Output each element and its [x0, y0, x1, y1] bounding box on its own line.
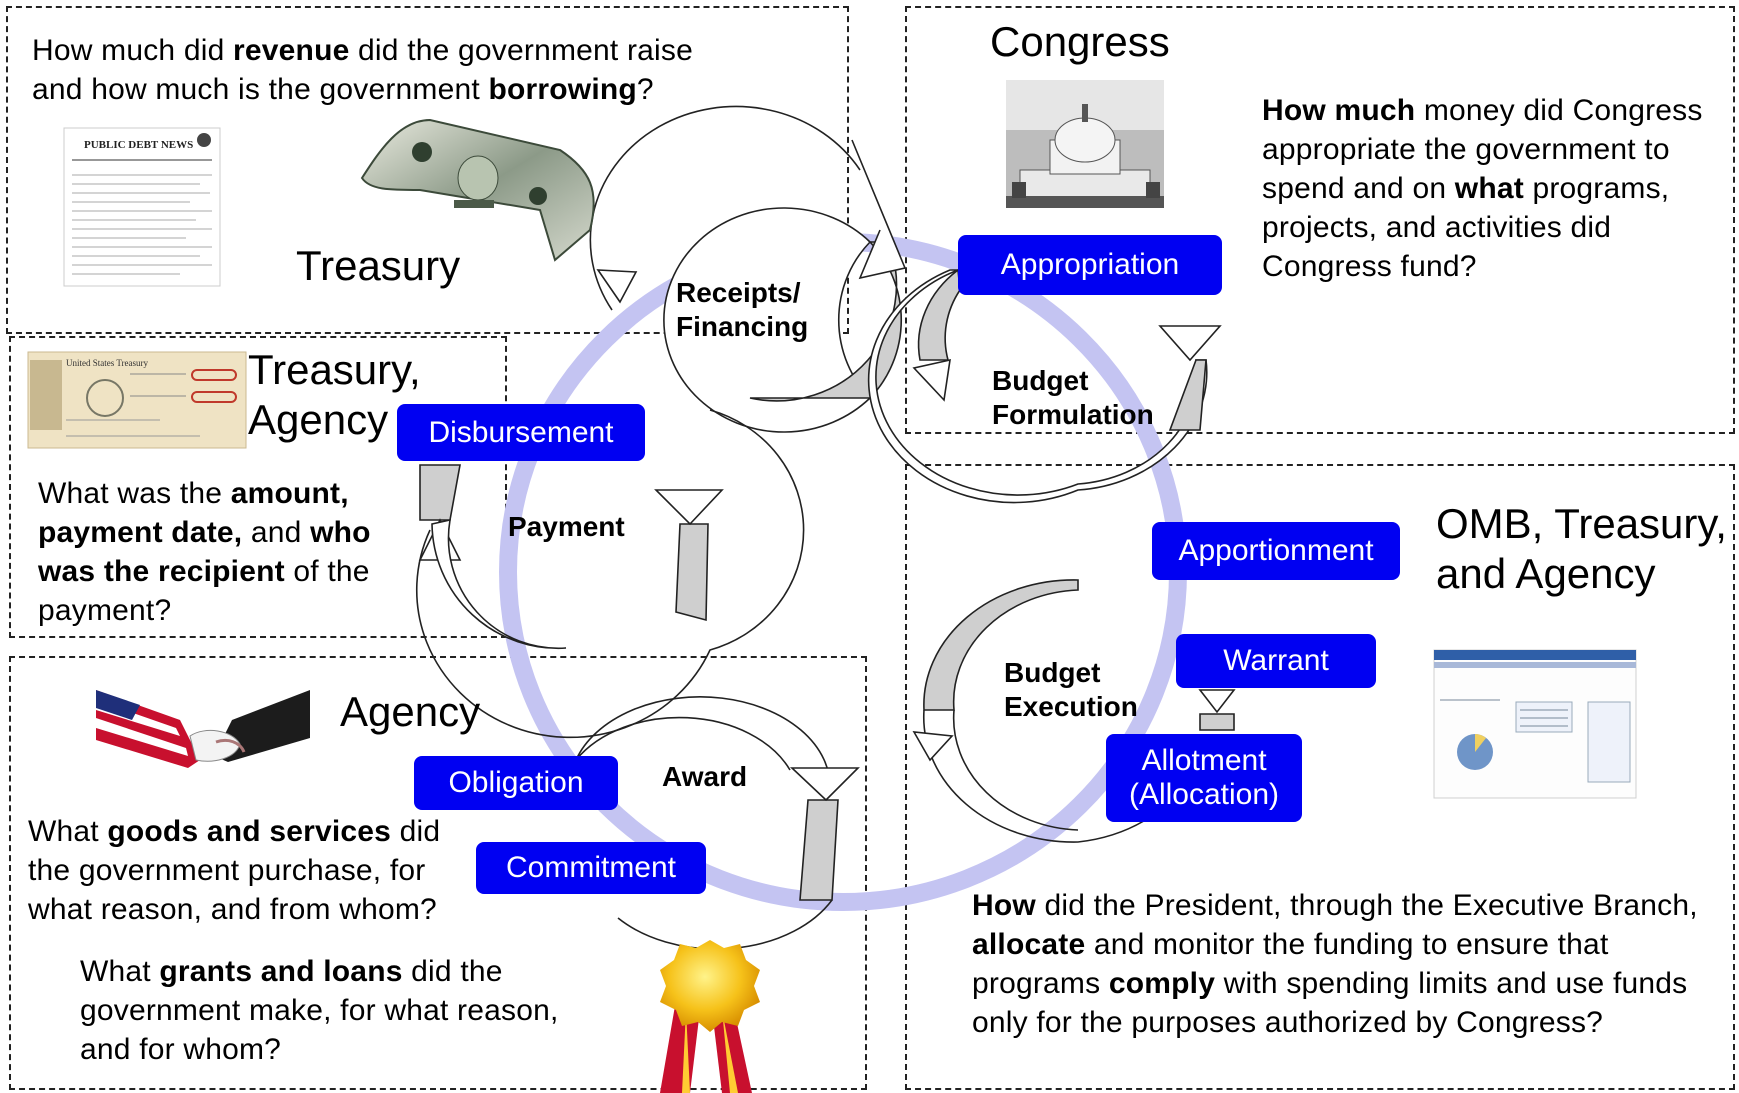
- q-part: ?: [636, 73, 654, 106]
- q-part: money did Congress appropriate the gover…: [1262, 94, 1703, 205]
- q-part: What was the: [38, 477, 231, 510]
- q-part: with spending limits and use funds only …: [972, 967, 1688, 1039]
- dollar-bill-icon: [360, 118, 595, 262]
- q-part: and: [242, 516, 311, 549]
- congress-actor: Congress: [990, 18, 1170, 65]
- q-bold: goods and services: [107, 815, 392, 848]
- panel-receipts: [6, 6, 849, 334]
- q-part: programs, projects, and activities did C…: [1262, 172, 1670, 283]
- receipts-cycle-arrows: [589, 105, 907, 433]
- stage-payment: Payment: [508, 511, 625, 542]
- budget-execution-cycle-arrows: [912, 579, 1236, 843]
- q-bold: grants and loans: [159, 955, 403, 988]
- q-bold: comply: [1108, 967, 1216, 1000]
- q-part: How much did: [32, 34, 234, 67]
- capitol-building-icon: [1006, 80, 1164, 208]
- panel-disbursement: [9, 336, 507, 638]
- q-bold: How: [972, 889, 1036, 922]
- q-bold: borrowing: [488, 73, 637, 106]
- q-part: did the government make, for what reason…: [80, 955, 559, 1066]
- agency-question-goods: What goods and services did the governme…: [28, 812, 478, 929]
- omb-actor-line2: and Agency: [1436, 550, 1656, 597]
- omb-question: How did the President, through the Execu…: [972, 886, 1727, 1042]
- q-part: did the government purchase, for what re…: [28, 815, 441, 926]
- q-part: What: [28, 815, 108, 848]
- q-part: did the government raise and how much is…: [32, 34, 694, 106]
- panel-congress: [905, 6, 1735, 434]
- treasury-check-icon: United States Treasury: [27, 351, 247, 449]
- panel-agency: [9, 656, 867, 1090]
- commitment-tag: Commitment: [476, 842, 706, 894]
- warrant-tag: Warrant: [1176, 634, 1376, 688]
- disbursement-actor-line2: Agency: [248, 396, 389, 443]
- public-debt-news-title: PUBLIC DEBT NEWS: [84, 139, 193, 151]
- q-bold: what: [1454, 172, 1524, 205]
- panel-omb: [905, 464, 1735, 1090]
- allotment-tag: Allotment (Allocation): [1106, 734, 1302, 822]
- q-bold: revenue: [233, 34, 350, 67]
- appropriation-tag: Appropriation: [958, 235, 1222, 295]
- award-cycle-arrows: [575, 696, 860, 950]
- award-ribbon-icon: [660, 940, 760, 1093]
- receipts-actor: Treasury: [296, 242, 461, 289]
- q-part: did the President, through the Executive…: [1035, 889, 1698, 922]
- handshake-icon: [96, 690, 310, 768]
- congress-question: How much money did Congress appropriate …: [1262, 91, 1732, 286]
- q-bold: amount, payment date,: [38, 477, 349, 549]
- disbursement-question: What was the amount, payment date, and w…: [38, 474, 408, 630]
- q-part: of the payment?: [38, 555, 370, 627]
- q-part: What: [80, 955, 160, 988]
- agency-actor: Agency: [340, 688, 481, 735]
- obligation-tag: Obligation: [414, 756, 618, 810]
- apportionment-tag: Apportionment: [1152, 522, 1400, 580]
- stage-budget-formulation: Budget Formulation: [992, 365, 1154, 430]
- public-debt-news-document-icon: PUBLIC DEBT NEWS: [63, 127, 221, 287]
- disbursement-tag: Disbursement: [397, 404, 645, 461]
- stage-budget-execution: Budget Execution: [1004, 657, 1138, 722]
- dashboard-screenshot-icon: [1433, 649, 1637, 799]
- payment-cycle-arrows: [415, 409, 805, 739]
- check-title: United States Treasury: [66, 358, 148, 368]
- q-bold: How much: [1262, 94, 1416, 127]
- q-bold: allocate: [972, 928, 1086, 961]
- disbursement-actor-line1: Treasury,: [248, 346, 421, 393]
- budget-formulation-cycle-arrows: [867, 268, 1222, 504]
- q-bold: who was the recipient: [38, 516, 371, 588]
- receipts-question: How much did revenue did the government …: [32, 31, 752, 109]
- stage-award: Award: [662, 761, 748, 792]
- agency-question-grants: What grants and loans did the government…: [80, 952, 600, 1069]
- omb-actor-line1: OMB, Treasury,: [1436, 500, 1727, 547]
- q-part: and monitor the funding to ensure that p…: [972, 928, 1609, 1000]
- stage-receipts-financing: Receipts/ Financing: [676, 277, 809, 342]
